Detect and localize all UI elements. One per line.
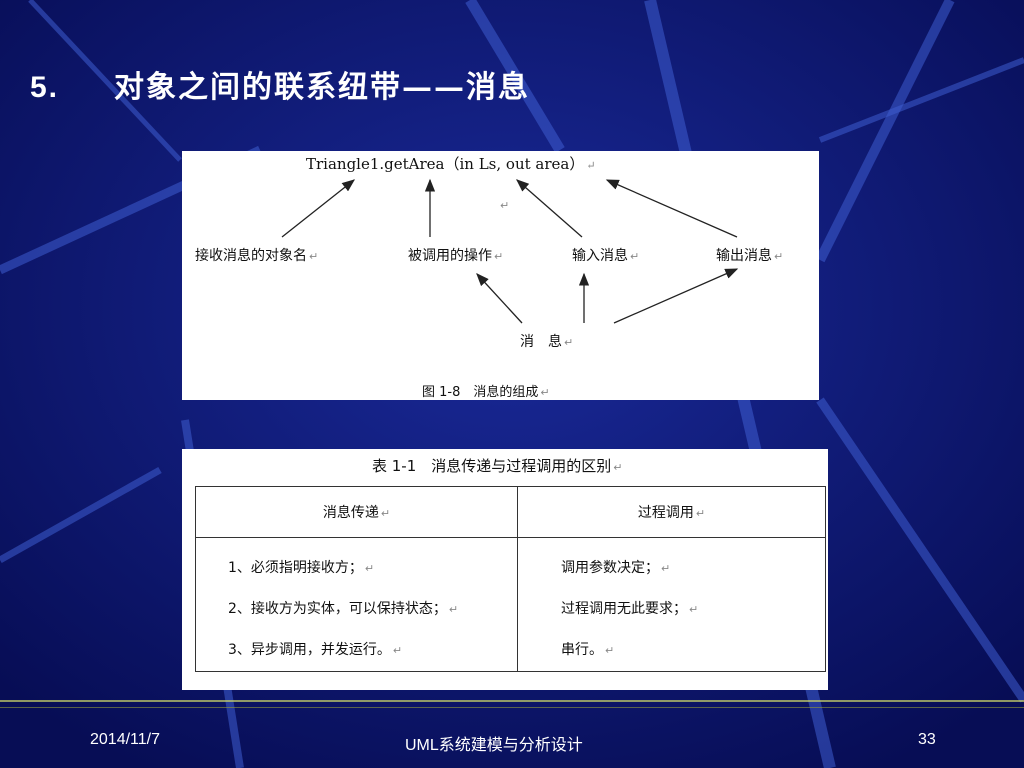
- table-cell-procedure-call: 调用参数决定；↵ 过程调用无此要求；↵ 串行。↵: [517, 537, 826, 672]
- arrow-input: [516, 179, 583, 238]
- table-header-procedure-call: 过程调用↵: [517, 486, 826, 538]
- list-item: 2、接收方为实体，可以保持状态；↵: [228, 601, 459, 617]
- slide-number-label: 5.: [30, 71, 60, 104]
- label-message: 消 息↵: [520, 334, 574, 350]
- slide-title: 5. 对象之间的联系纽带——消息: [30, 62, 530, 106]
- arrow-message-operation: [476, 273, 523, 324]
- list-item: 1、必须指明接收方；↵: [228, 560, 375, 576]
- footer-page-number: 33: [918, 731, 936, 748]
- footer-date: 2014/11/7: [90, 731, 160, 748]
- label-input: 输入消息↵: [572, 248, 640, 264]
- list-item: 过程调用无此要求；↵: [561, 601, 699, 617]
- formula-text: Triangle1.getArea（in Ls, out area）↵: [306, 155, 596, 173]
- table-cell-message-passing: 1、必须指明接收方；↵ 2、接收方为实体，可以保持状态；↵ 3、异步调用，并发运…: [195, 537, 518, 672]
- list-item: 3、异步调用，并发运行。↵: [228, 642, 403, 658]
- comparison-table-panel: 表 1-1 消息传递与过程调用的区别↵ 消息传递↵ 过程调用↵ 1、必须指明接收…: [182, 449, 828, 690]
- figure-arrows: [281, 178, 739, 324]
- label-receiver: 接收消息的对象名↵: [195, 248, 319, 264]
- footer-course: UML系统建模与分析设计: [405, 737, 583, 754]
- table-header-message-passing: 消息传递↵: [195, 486, 518, 538]
- slide-title-text: 对象之间的联系纽带——消息: [114, 70, 530, 105]
- figure-caption: 图 1-8 消息的组成↵: [422, 385, 550, 400]
- table-title: 表 1-1 消息传递与过程调用的区别↵: [372, 457, 623, 475]
- message-composition-figure: Triangle1.getArea（in Ls, out area）↵ ↵ 接收…: [182, 151, 819, 400]
- label-output: 输出消息↵: [716, 248, 784, 264]
- label-operation: 被调用的操作↵: [408, 248, 504, 264]
- comparison-table: 消息传递↵ 过程调用↵ 1、必须指明接收方；↵ 2、接收方为实体，可以保持状态；…: [195, 486, 826, 672]
- footer-divider-thin: [0, 707, 1024, 708]
- table-header-row: 消息传递↵ 过程调用↵: [195, 486, 826, 538]
- arrow-receiver: [281, 179, 356, 238]
- footer-divider: [0, 700, 1024, 702]
- table-row: 1、必须指明接收方；↵ 2、接收方为实体，可以保持状态；↵ 3、异步调用，并发运…: [195, 537, 826, 672]
- arrow-output: [605, 179, 738, 238]
- stray-paragraph-mark: ↵: [500, 199, 510, 212]
- list-item: 调用参数决定；↵: [561, 560, 671, 576]
- arrow-message-output: [613, 268, 739, 324]
- list-item: 串行。↵: [561, 642, 615, 658]
